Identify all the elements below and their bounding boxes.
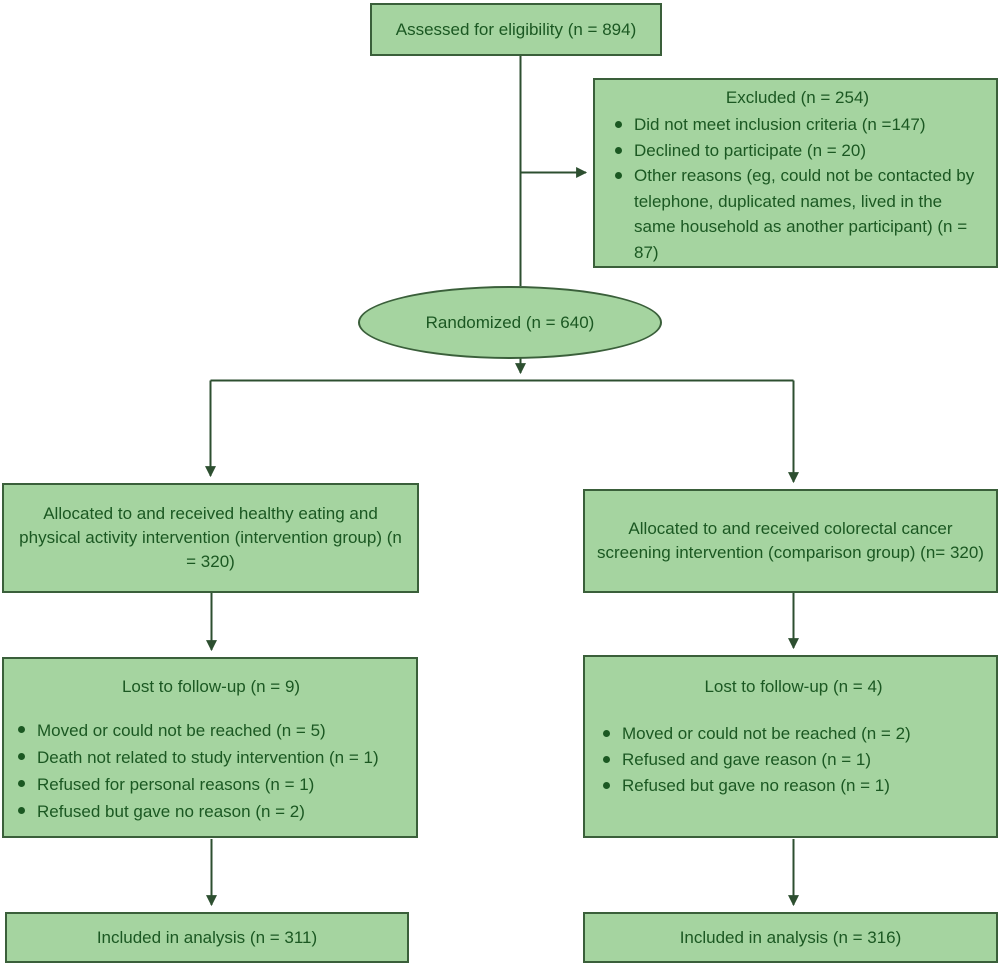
lost-reason-item: Refused but gave no reason (n = 2) <box>16 798 406 825</box>
excluded-title: Excluded (n = 254) <box>725 88 870 107</box>
lost-reason-item: Moved or could not be reached (n = 2) <box>601 721 986 747</box>
excluded-reason-item: Did not meet inclusion criteria (n =147) <box>613 112 982 138</box>
excluded-reasons-list: Did not meet inclusion criteria (n =147)… <box>613 112 982 265</box>
excluded-reason-item: Other reasons (eg, could not be contacte… <box>613 163 982 265</box>
comparison-analysis-box: Included in analysis (n = 316) <box>583 912 998 963</box>
comparison-analysis-label: Included in analysis (n = 316) <box>679 927 902 947</box>
intervention-lost-followup-box: Lost to follow-up (n = 9) Moved or could… <box>2 657 418 838</box>
lost-reason-item: Refused and gave reason (n = 1) <box>601 747 986 773</box>
comparison-allocation-label: Allocated to and received colorectal can… <box>597 519 984 562</box>
intervention-analysis-box: Included in analysis (n = 311) <box>5 912 409 963</box>
intervention-allocation-label: Allocated to and received healthy eating… <box>19 504 402 571</box>
lost-reason-item: Moved or could not be reached (n = 5) <box>16 717 406 744</box>
intervention-allocation-box: Allocated to and received healthy eating… <box>2 483 419 593</box>
comparison-lost-followup-box: Lost to follow-up (n = 4) Moved or could… <box>583 655 998 838</box>
excluded-reason-item: Declined to participate (n = 20) <box>613 138 982 164</box>
intervention-lost-title: Lost to follow-up (n = 9) <box>121 677 301 696</box>
randomized-ellipse: Randomized (n = 640) <box>358 286 662 359</box>
lost-reason-item: Death not related to study intervention … <box>16 744 406 771</box>
randomized-label: Randomized (n = 640) <box>425 312 595 332</box>
intervention-lost-reasons-list: Moved or could not be reached (n = 5) De… <box>16 717 406 825</box>
lost-reason-item: Refused for personal reasons (n = 1) <box>16 771 406 798</box>
comparison-lost-reasons-list: Moved or could not be reached (n = 2) Re… <box>601 721 986 799</box>
comparison-allocation-box: Allocated to and received colorectal can… <box>583 489 998 593</box>
assessed-eligibility-box: Assessed for eligibility (n = 894) <box>370 3 662 56</box>
comparison-lost-title: Lost to follow-up (n = 4) <box>704 677 883 696</box>
lost-reason-item: Refused but gave no reason (n = 1) <box>601 773 986 799</box>
intervention-analysis-label: Included in analysis (n = 311) <box>96 927 318 947</box>
assessed-eligibility-label: Assessed for eligibility (n = 894) <box>395 19 637 39</box>
excluded-box: Excluded (n = 254) Did not meet inclusio… <box>593 78 998 268</box>
